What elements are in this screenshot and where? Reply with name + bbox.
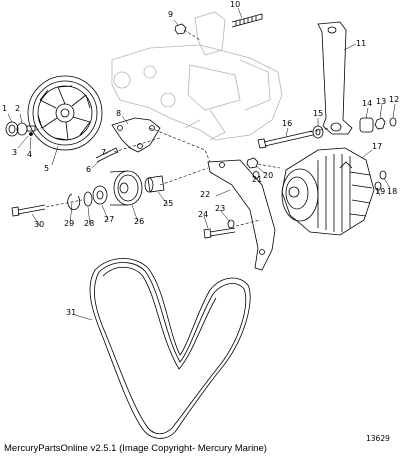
callout-11: 11	[356, 39, 367, 48]
callout-4: 4	[27, 150, 33, 159]
adjusting-arm	[317, 21, 353, 135]
callout-9: 9	[168, 10, 174, 19]
callout-30: 30	[34, 220, 45, 229]
callout-15: 15	[313, 109, 324, 118]
idler-spacer	[144, 175, 165, 193]
callout-27: 27	[104, 215, 115, 224]
callout-8: 8	[116, 109, 122, 118]
callout-23: 23	[215, 204, 226, 213]
callout-20: 20	[263, 171, 274, 180]
serpentine-belt	[89, 258, 251, 439]
callout-3: 3	[12, 148, 18, 157]
figure-number: 13629	[366, 434, 390, 443]
copyright-caption: MercuryPartsOnline v2.5.1 (Image Copyrig…	[4, 443, 267, 454]
bearing-and-rings	[67, 185, 108, 211]
mount-bracket	[111, 117, 161, 153]
callout-19: 19	[375, 187, 386, 196]
callout-1: 1	[2, 104, 8, 113]
nut-and-stud	[174, 13, 263, 35]
callout-31: 31	[66, 308, 77, 317]
callout-26: 26	[134, 217, 145, 226]
callout-18: 18	[387, 187, 398, 196]
callout-22: 22	[200, 190, 211, 199]
callout-28: 28	[84, 219, 95, 228]
spacer	[312, 125, 324, 139]
engine-block	[111, 11, 283, 141]
callout-14: 14	[362, 99, 373, 108]
alignment-lines	[35, 29, 331, 227]
callout-24: 24	[198, 210, 209, 219]
idler-pulley	[109, 170, 143, 206]
crank-pulley	[27, 75, 103, 151]
support-bracket	[207, 159, 276, 271]
callout-12: 12	[389, 95, 400, 104]
bolt-and-washer	[203, 219, 236, 239]
long-bolt	[257, 130, 314, 149]
leader-lines	[7, 7, 396, 321]
seal-and-bolt	[5, 121, 36, 137]
pulley-bolt	[95, 147, 119, 163]
callout-7: 7	[101, 148, 107, 157]
callout-16: 16	[282, 119, 293, 128]
spacer-nut-washer	[359, 117, 397, 133]
idler-bolt	[11, 204, 46, 217]
callout-21: 21	[252, 175, 263, 184]
callout-17: 17	[372, 142, 383, 151]
callout-10: 10	[230, 0, 241, 9]
alternator	[281, 147, 375, 236]
callout-5: 5	[44, 164, 50, 173]
callout-29: 29	[64, 219, 75, 228]
callout-25: 25	[163, 199, 174, 208]
callout-6: 6	[86, 165, 92, 174]
callout-2: 2	[15, 104, 21, 113]
callout-13: 13	[376, 97, 387, 106]
